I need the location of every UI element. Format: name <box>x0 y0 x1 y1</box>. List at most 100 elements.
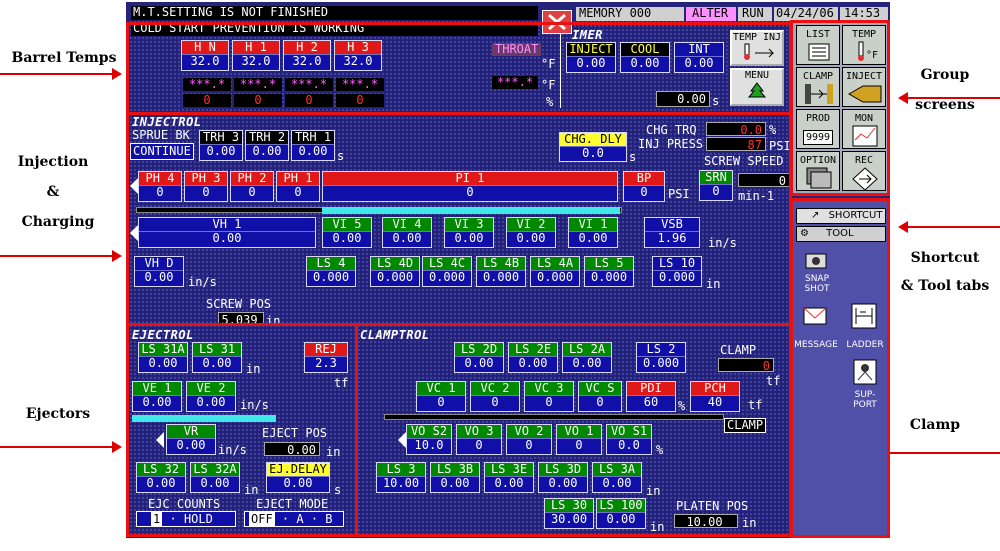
menu-mon-button[interactable]: MON <box>842 109 886 149</box>
list-icon <box>808 43 830 61</box>
inj-press-unit: PSI <box>769 139 791 153</box>
shortcut-tab[interactable]: ↗ SHORTCUT <box>796 208 886 224</box>
ejc-counts-selector[interactable]: 1 · HOLD <box>136 511 236 527</box>
menu-clamp-button[interactable]: CLAMP <box>796 67 840 107</box>
ls30-unit: in <box>650 520 665 534</box>
arrow-shortcut <box>898 221 1000 233</box>
chg-trq-unit: % <box>769 123 777 137</box>
continue-button[interactable]: CONTINUE <box>130 143 194 160</box>
injection-position-indicator <box>322 207 620 214</box>
unit-f-2: °F <box>541 78 556 92</box>
tool-tab[interactable]: ⚙ TOOL <box>796 226 886 242</box>
alter-indicator: ALTER <box>686 7 736 21</box>
pdi-unit: % <box>678 399 686 413</box>
menu-button[interactable]: MENU <box>730 68 784 106</box>
highlight-group-screens <box>790 20 890 196</box>
support-tool[interactable]: SUP- PORT <box>842 358 888 418</box>
menu-option-button[interactable]: OPTION <box>796 151 840 191</box>
throat-label[interactable]: THROAT <box>492 43 542 56</box>
highlight-shortcut-tool <box>790 198 890 538</box>
snapshot-tool[interactable]: SNAP SHOT <box>796 250 836 298</box>
ladder-icon <box>851 303 877 329</box>
menu-inject-button[interactable]: INJECT <box>842 67 886 107</box>
chg-dly-unit: s <box>629 150 637 164</box>
ladder-tool[interactable]: LADDER <box>842 302 888 352</box>
barrel-actual-h3: ***.* <box>336 78 384 91</box>
eject-mode-selector[interactable]: OFF · A · B <box>244 511 344 527</box>
menu-list-button[interactable]: LIST <box>796 25 840 65</box>
temp-inj-button[interactable]: TEMP INJ <box>730 30 784 66</box>
menu-rec-button[interactable]: REC <box>842 151 886 191</box>
message-tool[interactable]: MESSAGE <box>792 304 840 352</box>
option-icon <box>806 167 832 189</box>
menu-temp-button[interactable]: TEMP°F <box>842 25 886 65</box>
screw-speed-unit: min-1 <box>738 189 775 203</box>
